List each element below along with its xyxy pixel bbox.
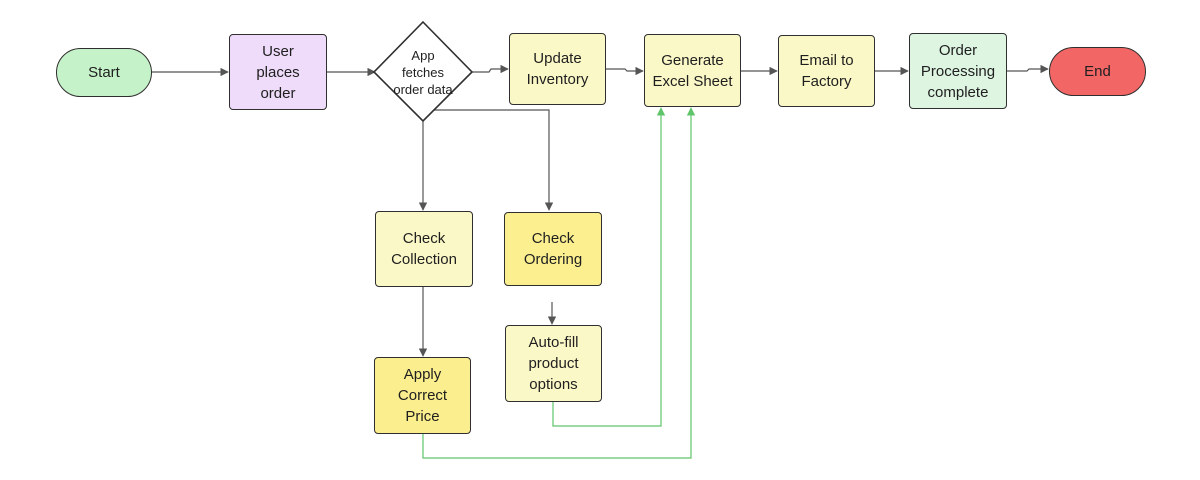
generate-excel-sheet-node: Generate Excel Sheet [644, 34, 741, 107]
start-terminal: Start [56, 48, 152, 97]
start-label: Start [88, 64, 120, 81]
order-processing-complete-label: Order Processing complete [920, 41, 996, 101]
user-places-order-node: User places order [229, 34, 327, 110]
end-label: End [1084, 63, 1111, 80]
check-collection-label: Check Collection [391, 230, 457, 268]
connector-apply-price-to-generate [422, 107, 696, 459]
update-inventory-label: Update Inventory [526, 50, 589, 88]
check-ordering-label: Check Ordering [523, 230, 583, 268]
user-places-order-label: User places order [256, 42, 300, 102]
email-to-factory-node: Email to Factory [778, 35, 875, 107]
email-to-factory-label: Email to Factory [799, 52, 854, 90]
update-inventory-node: Update Inventory [509, 33, 606, 105]
connector-app-to-check-ordering [423, 109, 554, 211]
apply-correct-price-node: Apply Correct Price [374, 357, 471, 434]
check-collection-node: Check Collection [375, 211, 473, 287]
apply-correct-price-label: Apply Correct Price [397, 366, 448, 425]
auto-fill-product-options-label: Auto-fill product options [528, 334, 579, 393]
connector-app-to-update [470, 64, 509, 74]
auto-fill-product-options-node: Auto-fill product options [505, 325, 602, 402]
connector-complete-to-end [1006, 64, 1049, 74]
connector-autofill-to-generate [552, 107, 666, 427]
check-ordering-node: Check Ordering [504, 212, 602, 286]
end-terminal: End [1049, 47, 1146, 96]
app-fetches-order-data-label: App fetches order data [393, 47, 453, 97]
connector-update-to-generate [605, 66, 644, 76]
order-processing-complete-node: Order Processing complete [909, 33, 1007, 109]
app-fetches-order-data-node: App fetches order data [382, 30, 464, 114]
decision-diamond-shape [372, 20, 474, 123]
generate-excel-sheet-label: Generate Excel Sheet [652, 51, 733, 90]
